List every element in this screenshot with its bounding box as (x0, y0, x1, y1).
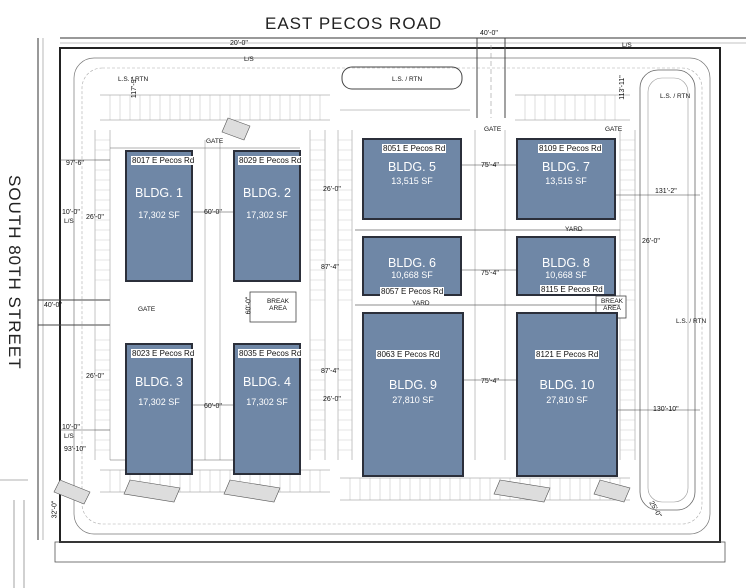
building-8-area: 10,668 SF (545, 270, 587, 280)
dim-60-upper: 60'-0" (204, 209, 222, 216)
dim-113-11: 113'-11" (618, 75, 626, 100)
ls-rtn-label-east: L.S. / RTN (676, 318, 707, 325)
building-4-area: 17,302 SF (246, 397, 288, 407)
building-10[interactable]: BLDG. 10 27,810 SF (516, 312, 618, 477)
building-6-name: BLDG. 6 (388, 256, 436, 270)
dim-north-drive: 40'-0" (480, 30, 498, 37)
building-6[interactable]: BLDG. 6 10,668 SF (362, 236, 462, 296)
dim-west-aisle-lower: 26'-0" (86, 373, 104, 380)
building-7-area: 13,515 SF (545, 176, 587, 186)
building-4-address: 8035 E Pecos Rd (238, 349, 303, 358)
building-4-name: BLDG. 4 (243, 375, 291, 389)
building-2-address: 8029 E Pecos Rd (238, 156, 303, 165)
ls-label-west: L/S (64, 218, 74, 225)
dim-131-2: 131'-2" (655, 188, 677, 195)
building-2-area: 17,302 SF (246, 210, 288, 220)
building-9[interactable]: BLDG. 9 27,810 SF (362, 312, 464, 477)
building-10-name: BLDG. 10 (539, 378, 595, 392)
dim-60-lower: 60'-0" (204, 403, 222, 410)
dim-center-aisle-1: 26'-0" (323, 186, 341, 193)
dim-west-setback-lower: 10'-0" (62, 424, 80, 431)
yard-label-lower: YARD (412, 300, 430, 307)
building-8-name: BLDG. 8 (542, 256, 590, 270)
dim-97-6: 97'-6" (66, 160, 84, 167)
building-5-address: 8051 E Pecos Rd (382, 144, 447, 153)
building-5-name: BLDG. 5 (388, 160, 436, 174)
building-7-address: 8109 E Pecos Rd (538, 144, 603, 153)
ls-rtn-label-ne: L.S. / RTN (660, 93, 691, 100)
ls-label-sw: L/S (64, 433, 74, 440)
dim-center-aisle-2: 26'-0" (323, 396, 341, 403)
south-80th-street-label: SOUTH 80TH STREET (5, 175, 24, 370)
building-1[interactable]: BLDG. 1 17,302 SF (125, 150, 193, 282)
gate-label-east: GATE (605, 126, 623, 133)
building-1-address: 8017 E Pecos Rd (131, 156, 196, 165)
dim-east-aisle: 26'-0" (642, 238, 660, 245)
building-7-name: BLDG. 7 (542, 160, 590, 174)
building-4[interactable]: BLDG. 4 17,302 SF (233, 343, 301, 475)
ls-label-ne: L/S (622, 42, 632, 49)
dim-west-drive: 40'-0" (44, 302, 62, 309)
building-9-name: BLDG. 9 (389, 378, 437, 392)
dim-117-9: 117'-9" (131, 76, 139, 99)
dim-north-setback: 20'-0" (230, 40, 248, 47)
dim-75-4-upper: 75'-4" (481, 162, 499, 169)
building-5-area: 13,515 SF (391, 176, 433, 186)
building-2-name: BLDG. 2 (243, 186, 291, 200)
break-area-label-west: BREAK AREA (266, 298, 290, 312)
gate-label-north: GATE (206, 138, 224, 145)
dim-130-10: 130'-10" (653, 406, 679, 413)
gate-label-west: GATE (138, 306, 156, 313)
building-1-area: 17,302 SF (138, 210, 180, 220)
gate-label-center: GATE (484, 126, 502, 133)
building-6-area: 10,668 SF (391, 270, 433, 280)
ls-rtn-label-island: L.S. / RTN (392, 76, 423, 83)
building-9-address: 8063 E Pecos Rd (376, 350, 441, 359)
dim-center-87-4-lower: 87'-4" (321, 368, 339, 375)
ls-rtn-label-nw: L.S. / RTN (118, 76, 149, 83)
dim-south-32: 32'-0" (51, 500, 59, 519)
building-6-address: 8057 E Pecos Rd (380, 287, 445, 296)
dim-75-4-lower: 75'-4" (481, 378, 499, 385)
building-10-area: 27,810 SF (546, 395, 588, 405)
building-3-area: 17,302 SF (138, 397, 180, 407)
building-8-address: 8115 E Pecos Rd (540, 285, 604, 294)
building-3[interactable]: BLDG. 3 17,302 SF (125, 343, 193, 475)
east-pecos-road-label: EAST PECOS ROAD (265, 14, 443, 33)
dim-75-4-middle: 75'-4" (481, 270, 499, 277)
building-3-address: 8023 E Pecos Rd (131, 349, 196, 358)
ls-label-north: L/S (244, 56, 254, 63)
building-10-address: 8121 E Pecos Rd (535, 350, 600, 359)
dim-west-aisle-upper: 26'-0" (86, 214, 104, 221)
building-1-name: BLDG. 1 (135, 186, 183, 200)
building-3-name: BLDG. 3 (135, 375, 183, 389)
building-2[interactable]: BLDG. 2 17,302 SF (233, 150, 301, 282)
dim-center-87-4-upper: 87'-4" (321, 264, 339, 271)
dim-93-10: 93'-10" (64, 446, 86, 453)
dim-break-60: 60'-0" (245, 296, 253, 315)
yard-label-upper: YARD (565, 226, 583, 233)
dim-west-setback-upper: 10'-0" (62, 209, 80, 216)
building-9-area: 27,810 SF (392, 395, 434, 405)
break-area-label-east: BREAK AREA (600, 298, 624, 312)
